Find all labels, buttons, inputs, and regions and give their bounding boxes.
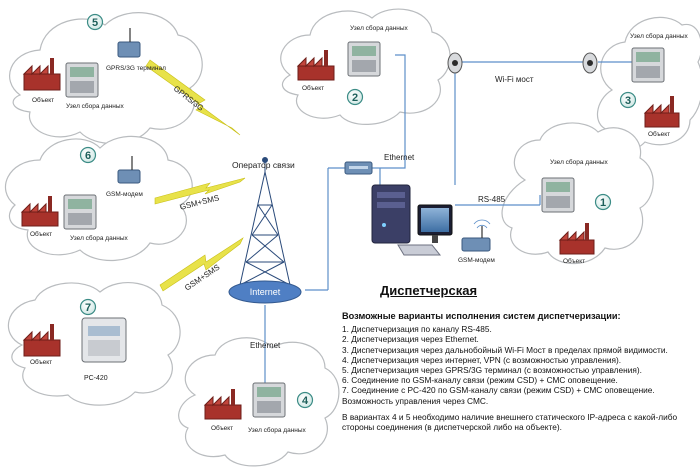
factory-icon (296, 50, 335, 81)
svg-text:4: 4 (302, 395, 309, 407)
factory-icon (203, 389, 242, 420)
svg-text:1: 1 (600, 197, 606, 209)
ethernet-top-label: Ethernet (384, 153, 415, 162)
info-note: В вариантах 4 и 5 необходимо наличие вне… (342, 411, 678, 433)
rs485-link-label: RS-485 (478, 195, 506, 204)
zigzag-gsm-7 (159, 237, 244, 292)
site-7-object: Объект (30, 358, 52, 366)
site-4-node: Узел сбора данных (248, 426, 307, 434)
number-badge-2: 2 (346, 88, 364, 106)
site-6-device: GSM-модем (106, 191, 143, 198)
number-badge-4: 4 (296, 391, 314, 409)
gprs-terminal-icon (117, 28, 141, 58)
site-1-object: Объект (563, 257, 585, 265)
controller-icon (347, 41, 381, 77)
info-panel: Возможные варианты исполнения систем дис… (342, 311, 694, 432)
internet-cloud: Internet (228, 280, 302, 304)
info-item: 3. Диспетчеризация через дальнобойный Wi… (342, 344, 668, 355)
factory-icon (22, 58, 61, 91)
number-badge-7: 7 (79, 298, 97, 316)
site-6: Объект Узел сбора данных GSM-модем 6 (20, 146, 143, 242)
keyboard-icon (397, 244, 442, 256)
site-6-node: Узел сбора данных (70, 234, 129, 242)
factory-icon (20, 196, 59, 227)
controller-icon (63, 194, 97, 230)
svg-text:3: 3 (625, 95, 631, 107)
site-5-object: Объект (32, 96, 54, 104)
site-4: Объект Узел сбора данных 4 (203, 382, 314, 434)
zigzag-gsm-6 (154, 177, 246, 205)
monitor-icon (417, 204, 453, 243)
wifi-antenna-left-icon (447, 52, 463, 74)
site-2-object: Объект (302, 84, 324, 92)
info-list: 1. Диспетчеризация по каналу RS-485. 2. … (342, 324, 694, 406)
svg-text:7: 7 (85, 302, 91, 314)
info-item: 6. Соединение по GSM-каналу связи (режим… (342, 375, 618, 386)
dispatch-modem-label: GSM-модем (458, 257, 495, 264)
site-3-node: Узел сбора данных (630, 32, 689, 40)
site-3-object: Объект (648, 130, 670, 138)
controller-icon (631, 47, 665, 83)
dispatch-gsm-modem-icon (461, 219, 491, 252)
info-item: 7. Соединение с PC-420 по GSM-каналу свя… (342, 385, 655, 406)
controller-icon (541, 177, 575, 213)
info-heading: Возможные варианты исполнения систем дис… (342, 311, 621, 321)
svg-text:2: 2 (352, 92, 358, 104)
operator-label: Оператор связи (232, 160, 295, 170)
info-item: 1. Диспетчеризация по каналу RS-485. (342, 324, 492, 335)
info-item: 5. Диспетчеризация через GPRS/3G термина… (342, 365, 642, 376)
site-2: Узел сбора данных Объект 2 (296, 24, 409, 106)
site-7: Объект РС-420 7 (22, 298, 127, 382)
site-5: Объект Узел сбора данных GPRS/3G термина… (22, 13, 166, 110)
factory-icon (558, 223, 595, 255)
info-item: 2. Диспетчеризация через Ethernet. (342, 334, 479, 345)
ethernet-bottom-label: Ethernet (250, 341, 281, 350)
radio-tower-icon (239, 157, 291, 286)
server-icon (371, 184, 411, 244)
wifi-antenna-right-icon (582, 52, 598, 74)
cloud-site-5 (9, 12, 203, 145)
network-switch-icon (344, 161, 373, 175)
site-1-node: Узел сбора данных (550, 158, 609, 166)
cloud-site-1 (501, 122, 654, 265)
wireless-links (145, 59, 246, 292)
connection-lines (264, 54, 632, 385)
site-5-device: GPRS/3G терминал (106, 65, 166, 72)
controller-icon (65, 62, 99, 98)
site-1: Узел сбора данных Объект 1 (541, 158, 612, 265)
controller-icon (252, 382, 286, 418)
site-6-object: Объект (30, 230, 52, 238)
factory-icon (643, 96, 680, 128)
factory-icon (22, 324, 61, 357)
info-item: 4. Диспетчеризация через интернет, VPN (… (342, 354, 622, 365)
gsm-modem-icon (117, 156, 141, 184)
dispatch-title: Диспетчерская (380, 283, 478, 298)
site-3: Узел сбора данных Объект 3 (619, 32, 689, 138)
line-site2-ethernet (380, 54, 406, 169)
number-badge-6: 6 (79, 146, 97, 164)
wifi-link-label: Wi-Fi мост (495, 75, 534, 84)
number-badge-1: 1 (594, 193, 612, 211)
site-4-object: Объект (211, 424, 233, 432)
internet-label: Internet (250, 287, 281, 297)
number-badge-5: 5 (86, 13, 104, 31)
zigzag-gprs (145, 59, 241, 136)
site-5-node: Узел сбора данных (66, 102, 125, 110)
svg-text:5: 5 (92, 17, 98, 29)
site-7-device: РС-420 (84, 375, 108, 382)
pc420-device-icon (81, 317, 127, 363)
site-2-node: Узел сбора данных (350, 24, 409, 32)
cloud-site-6 (4, 135, 193, 261)
number-badge-3: 3 (619, 91, 637, 109)
svg-text:6: 6 (85, 150, 91, 162)
